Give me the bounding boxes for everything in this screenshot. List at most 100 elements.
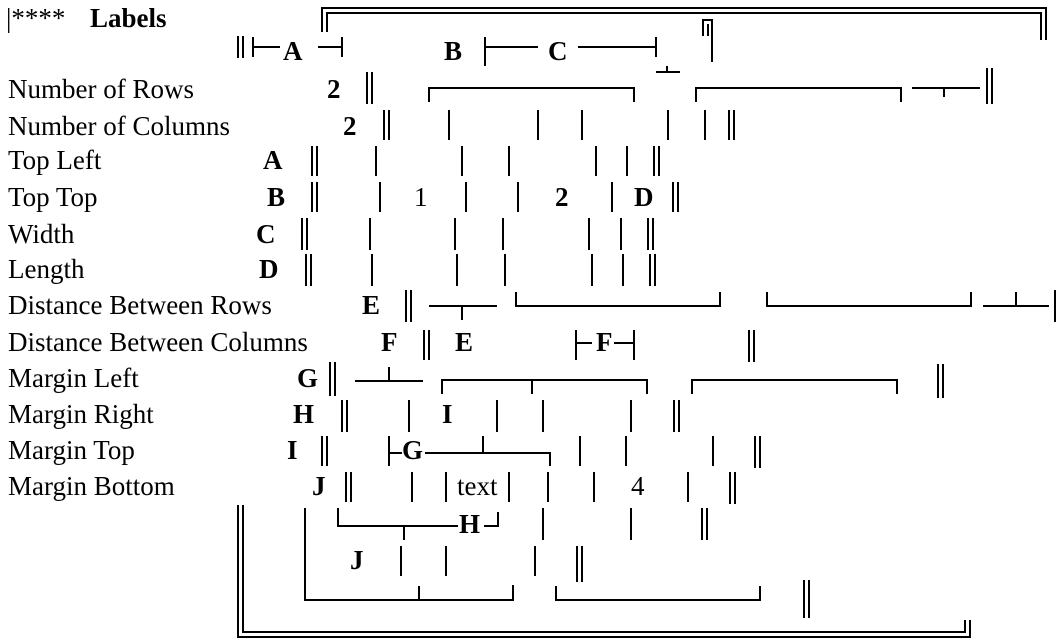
value-margin-left: G [297, 363, 318, 393]
label-list: Number of Rows 2 Number of Columns 2 Top… [8, 74, 398, 501]
double-bar-25 [803, 580, 810, 618]
double-bar-13 [423, 330, 430, 360]
marker-e: E [455, 327, 473, 357]
double-bar-9 [647, 218, 654, 250]
cell-4: 4 [631, 471, 645, 501]
cell-2: 2 [555, 182, 569, 212]
double-bar-4 [311, 146, 318, 176]
double-bar-17 [341, 400, 348, 432]
marker-g: G [402, 435, 423, 465]
label-margin-top: Margin Top [8, 435, 135, 465]
row10-verticals [408, 400, 632, 432]
double-bar-7 [672, 182, 679, 212]
row11-verticals [579, 436, 714, 466]
line-art [237, 7, 1056, 638]
double-bar-14 [748, 330, 755, 362]
outer-frame-top-left [237, 36, 244, 58]
label-length: Length [8, 254, 85, 284]
row2-bottom-left [304, 508, 514, 601]
double-bar-8 [301, 218, 308, 250]
double-bar-2 [383, 110, 390, 140]
cell-1: 1 [414, 182, 428, 212]
header-prefix: |**** [6, 3, 65, 33]
row3-verticals [375, 146, 628, 176]
row2-top-left [441, 379, 648, 394]
ruler-g-margin [388, 436, 551, 466]
double-bar-21 [345, 472, 352, 502]
tick-d-top [656, 66, 680, 73]
row1-bottom-right [766, 292, 1049, 307]
value-number-of-rows: 2 [327, 74, 341, 104]
label-width: Width [8, 219, 75, 249]
value-length: D [259, 254, 279, 284]
double-bar-10 [305, 254, 312, 286]
outer-frame-bottom [237, 505, 971, 638]
marker-c: C [548, 36, 568, 66]
row1-top-right [695, 87, 980, 102]
double-bar-5 [653, 146, 660, 176]
ruler-a [252, 37, 343, 57]
lower-verticals-a [542, 508, 632, 540]
marker-b: B [444, 36, 462, 66]
marker-a: A [283, 36, 303, 66]
double-bar-1 [366, 72, 373, 104]
row5-verticals [369, 218, 622, 250]
value-margin-bottom: J [312, 471, 326, 501]
double-bar-18 [673, 400, 680, 432]
header-title: Labels [90, 3, 167, 33]
label-top-left: Top Left [8, 145, 102, 175]
row12-verticals [411, 472, 689, 502]
label-number-of-rows: Number of Rows [8, 74, 194, 104]
double-bar-6 [311, 182, 318, 212]
marker-d: D [634, 182, 654, 212]
ruler-b-c [484, 37, 657, 66]
label-margin-right: Margin Right [8, 399, 154, 429]
marker-j: J [350, 545, 364, 575]
lower-verticals-b [400, 546, 536, 576]
value-distance-between-columns: F [381, 327, 398, 357]
value-margin-right: H [293, 399, 314, 429]
label-number-of-columns: Number of Columns [8, 111, 230, 141]
value-number-of-columns: 2 [343, 111, 357, 141]
outer-frame-top-join [702, 19, 713, 62]
marker-i: I [442, 399, 453, 429]
ruler-g-top [355, 367, 423, 382]
row1-bottom-left [515, 292, 721, 307]
label-top-top: Top Top [8, 182, 97, 212]
label-distance-between-columns: Distance Between Columns [8, 327, 308, 357]
row6-verticals [371, 254, 624, 286]
ruler-f [575, 330, 635, 360]
row4-verticals [379, 182, 613, 212]
ruler-e-top [429, 305, 497, 320]
row2-bottom-right [418, 586, 761, 601]
marker-h: H [459, 509, 480, 539]
row2-verticals [448, 110, 706, 140]
label-margin-bottom: Margin Bottom [8, 471, 175, 501]
marker-f: F [596, 327, 613, 357]
double-bar-right-1 [986, 68, 993, 104]
value-margin-top: I [287, 435, 298, 465]
double-bar-19 [321, 436, 328, 466]
cell-text: text [457, 471, 498, 501]
double-bar-16 [937, 364, 944, 398]
double-bar-23 [701, 508, 708, 540]
double-bar-12 [405, 290, 412, 322]
value-top-top: B [267, 182, 285, 212]
outer-frame-top [321, 7, 1047, 40]
row2-top-right [691, 379, 898, 394]
double-bar-22 [729, 472, 736, 504]
value-distance-between-rows: E [362, 290, 380, 320]
double-bar-11 [649, 254, 656, 286]
label-margin-left: Margin Left [8, 363, 139, 393]
double-bar-20 [754, 436, 761, 468]
value-top-left: A [263, 145, 283, 175]
label-distance-between-rows: Distance Between Rows [8, 290, 272, 320]
diagram-text: A B C 1 2 D E F I G text 4 H J [283, 36, 654, 575]
double-bar-3 [728, 110, 735, 140]
double-bar-15 [329, 362, 336, 396]
double-bar-24 [576, 546, 583, 582]
value-width: C [256, 219, 276, 249]
row1-top-left [428, 87, 635, 102]
